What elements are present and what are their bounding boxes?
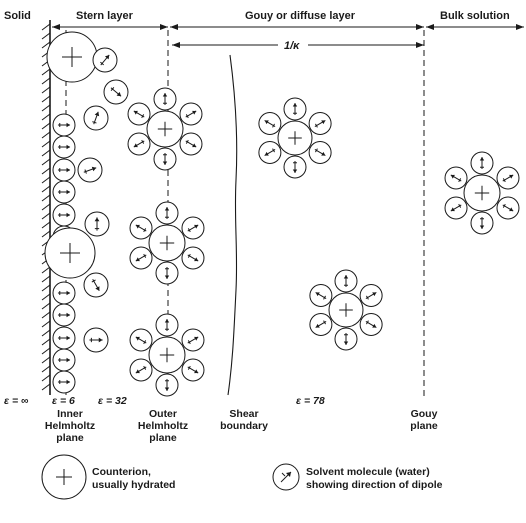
solvent-molecule [258,112,282,135]
solvent-molecule [496,166,520,190]
solvent-molecule [179,132,203,156]
solvent-molecule [496,196,520,220]
solvent-molecule [153,147,177,171]
epsilon-inner-label: ε = 6 [52,395,75,407]
solvent-molecule [52,203,76,227]
svg-text:Outer: Outer [149,408,177,420]
solvent-molecule [52,303,76,327]
svg-text:Gouy: Gouy [411,408,438,420]
gouy-span-arrow [170,24,424,30]
solvent-molecule [77,157,103,183]
legend-counterion-line2: usually hydrated [92,479,175,491]
solvent-molecule [129,246,153,270]
solvent-molecule [155,313,179,337]
solvent-molecule [283,97,307,121]
solvent-molecule [127,132,151,156]
solvent-molecule [309,284,333,307]
solvent-molecule [52,370,76,394]
solvent-molecule [181,358,205,382]
outer-helmholtz-plane-label: Outer Helmholtz plane [138,408,188,444]
svg-text:boundary: boundary [220,420,268,432]
solvent-molecule [359,313,383,336]
epsilon-solid-label: ε = ∞ [4,395,29,407]
solvent-molecule [129,328,153,352]
epsilon-bulk-label: ε = 78 [296,395,325,407]
solvent-molecule [155,201,179,225]
solvent-molecule [129,358,153,382]
solvent-molecule [52,348,76,372]
solvent-molecule [181,246,205,270]
solvent-molecule [179,102,203,126]
counterion [46,31,98,83]
solvent-molecule [444,166,468,190]
solvent-molecule [52,113,76,137]
solvent-molecule [308,112,332,135]
stern-span-arrow [52,24,168,30]
solvent-molecule [334,327,358,351]
solvent-molecule [181,216,205,240]
solvent-molecule [103,79,129,105]
solvent-molecule [52,180,76,204]
counterion [463,174,501,212]
solvent-molecule [83,272,109,298]
solvent-molecule [129,216,153,240]
solvent-molecule [283,155,307,179]
solvent-molecule [334,269,358,293]
solvent-molecule [359,284,383,307]
counterion [148,336,186,374]
counterion [44,227,96,279]
legend: Counterion, usually hydrated Solvent mol… [41,454,443,500]
legend-solvent-symbol [272,463,300,491]
svg-text:Shear: Shear [229,408,258,420]
solvent-molecule [52,281,76,305]
shear-boundary-label: Shear boundary [220,408,268,432]
bulk-solution-label: Bulk solution [440,10,510,22]
counterion [146,110,184,148]
svg-text:plane: plane [56,432,84,444]
solvent-molecule [52,158,76,182]
gouy-plane-label: Gouy plane [410,408,438,432]
solvent-molecule [258,141,282,164]
svg-text:Helmholtz: Helmholtz [45,420,95,432]
gouy-layer-label: Gouy or diffuse layer [245,10,356,22]
solvent-molecule [52,326,76,350]
legend-counterion-line1: Counterion, [92,466,151,478]
ions-and-solvent [44,31,520,397]
solvent-molecule [52,135,76,159]
solvent-molecule [92,47,118,73]
solvent-molecule [155,261,179,285]
legend-solvent-line1: Solvent molecule (water) [306,466,430,478]
svg-text:plane: plane [410,420,438,432]
epsilon-outer-label: ε = 32 [98,395,127,407]
solvent-molecule [153,87,177,111]
counterion [277,120,313,156]
debye-length-arrow [172,42,424,48]
solvent-molecule [155,373,179,397]
counterion [148,224,186,262]
legend-solvent-line2: showing direction of dipole [306,479,443,491]
solvent-molecule [444,196,468,220]
solvent-molecule [308,141,332,164]
svg-text:plane: plane [149,432,177,444]
solvent-molecule [83,105,109,131]
solvent-molecule [470,151,494,175]
solvent-molecule [181,328,205,352]
solid-wall [41,20,51,395]
debye-length-label: 1/κ [284,40,300,52]
stern-layer-label: Stern layer [76,10,134,22]
svg-text:Inner: Inner [57,408,83,420]
solvent-molecule [84,211,110,237]
solid-label: Solid [4,10,31,22]
inner-helmholtz-plane-label: Inner Helmholtz plane [45,408,95,444]
legend-counterion-symbol [41,454,87,500]
shear-boundary-line [227,54,238,396]
solvent-molecule [309,313,333,336]
solvent-molecule [83,327,109,353]
bulk-span-arrow [426,24,524,30]
svg-text:Helmholtz: Helmholtz [138,420,188,432]
counterion [328,292,364,328]
solvent-molecule [470,211,494,235]
solvent-molecule [127,102,151,126]
